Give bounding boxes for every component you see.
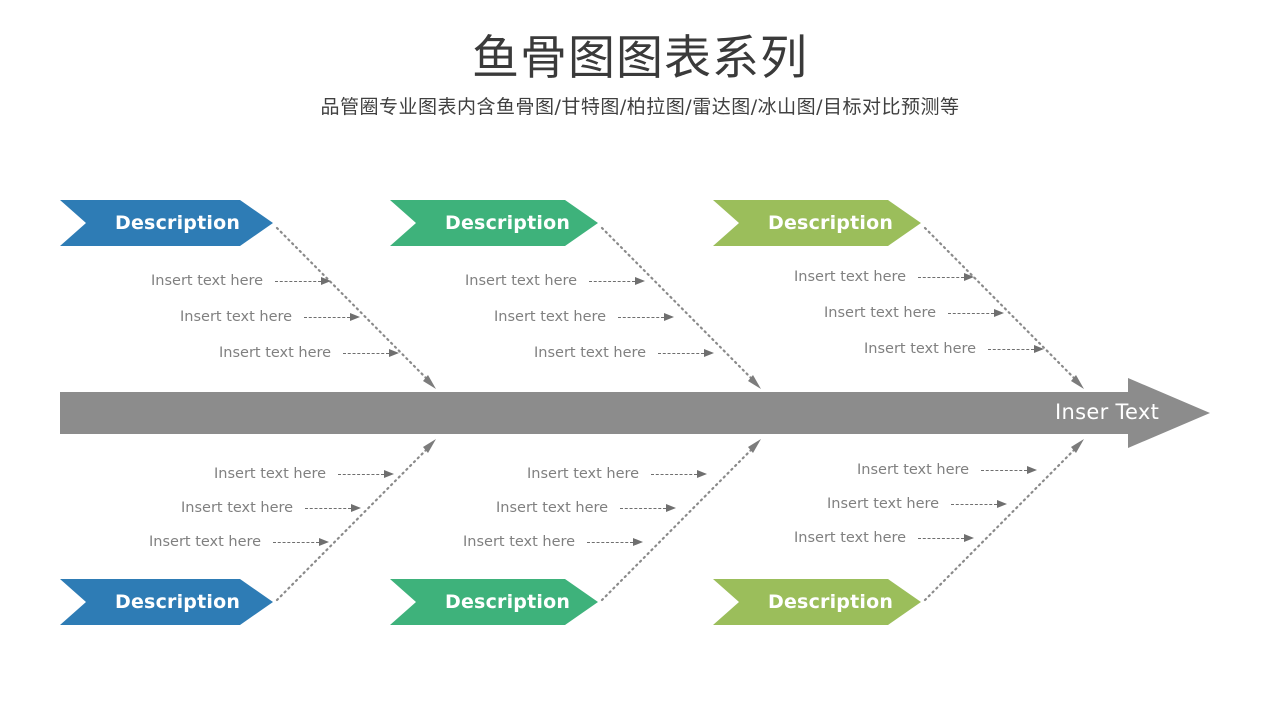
cause-top-col-1-row-2[interactable]: Insert text here: [180, 308, 361, 326]
cause-arrow-icon: [304, 312, 361, 322]
cause-top-col-3-row-1[interactable]: Insert text here: [794, 268, 975, 286]
cause-top-col-2-row-2[interactable]: Insert text here: [494, 308, 675, 326]
cause-arrow-icon: [988, 344, 1045, 354]
cause-bottom-col-2-row-3[interactable]: Insert text here: [463, 533, 644, 551]
banner-label: Description: [445, 591, 571, 613]
bone-line: [600, 226, 757, 384]
cause-label: Insert text here: [527, 466, 640, 482]
page-subtitle: 品管圈专业图表内含鱼骨图/甘特图/柏拉图/雷达图/冰山图/目标对比预测等: [320, 96, 960, 119]
cause-top-col-3-row-2[interactable]: Insert text here: [824, 304, 1005, 322]
cause-bottom-col-2-row-2[interactable]: Insert text here: [496, 499, 677, 517]
banner-bottom-3[interactable]: Description: [713, 579, 921, 625]
cause-arrow-icon: [981, 465, 1038, 475]
spine-label: Inser Text: [1055, 400, 1160, 424]
cause-label: Insert text here: [794, 269, 907, 285]
cause-label: Insert text here: [214, 466, 327, 482]
banner-top-3[interactable]: Description: [713, 200, 921, 246]
spine-arrow: [60, 378, 1210, 448]
cause-top-col-2-row-3[interactable]: Insert text here: [534, 344, 715, 362]
banner-label: Description: [768, 591, 894, 613]
cause-arrow-icon: [658, 348, 715, 358]
cause-arrow-icon: [918, 533, 975, 543]
header: 鱼骨图图表系列 品管圈专业图表内含鱼骨图/甘特图/柏拉图/雷达图/冰山图/目标对…: [0, 0, 1280, 119]
cause-arrow-icon: [305, 503, 362, 513]
cause-top-col-1-row-3[interactable]: Insert text here: [219, 344, 400, 362]
banner-bottom-1[interactable]: Description: [60, 579, 273, 625]
page-title: 鱼骨图图表系列: [472, 31, 808, 86]
cause-label: Insert text here: [494, 309, 607, 325]
cause-bottom-col-2-row-1[interactable]: Insert text here: [527, 465, 708, 483]
bone-line: [275, 226, 432, 384]
bone-bottom-3: [923, 439, 1084, 602]
cause-bottom-col-3-row-2[interactable]: Insert text here: [827, 495, 1008, 513]
cause-arrow-icon: [589, 276, 646, 286]
banner-top-2[interactable]: Description: [390, 200, 598, 246]
banner-top-1[interactable]: Description: [60, 200, 273, 246]
bone-arrowhead: [1071, 375, 1084, 389]
cause-arrow-icon: [338, 469, 395, 479]
cause-label: Insert text here: [180, 309, 293, 325]
banner-label: Description: [115, 212, 241, 234]
bone-bottom-1: [275, 439, 436, 602]
bone-line: [923, 444, 1080, 602]
bone-line: [923, 226, 1080, 384]
cause-label: Insert text here: [827, 496, 940, 512]
cause-arrow-icon: [273, 537, 330, 547]
cause-label: Insert text here: [496, 500, 609, 516]
bone-arrowhead: [1071, 439, 1084, 453]
bone-line: [600, 444, 757, 602]
cause-label: Insert text here: [857, 462, 970, 478]
bone-top-3: [923, 226, 1084, 389]
bone-top-1: [275, 226, 436, 389]
cause-arrow-icon: [343, 348, 400, 358]
cause-arrow-icon: [948, 308, 1005, 318]
cause-arrow-icon: [618, 312, 675, 322]
cause-label: Insert text here: [465, 273, 578, 289]
cause-label: Insert text here: [219, 345, 332, 361]
cause-arrow-icon: [651, 469, 708, 479]
cause-arrow-icon: [587, 537, 644, 547]
cause-label: Insert text here: [864, 341, 977, 357]
cause-label: Insert text here: [794, 530, 907, 546]
cause-top-col-3-row-3[interactable]: Insert text here: [864, 340, 1045, 358]
bone-arrowhead: [748, 439, 761, 453]
bone-line: [275, 444, 432, 602]
cause-label: Insert text here: [824, 305, 937, 321]
cause-label: Insert text here: [149, 534, 262, 550]
banner-label: Description: [445, 212, 571, 234]
cause-arrow-icon: [951, 499, 1008, 509]
cause-label: Insert text here: [181, 500, 294, 516]
cause-label: Insert text here: [151, 273, 264, 289]
cause-arrow-icon: [275, 276, 332, 286]
banner-bottom-2[interactable]: Description: [390, 579, 598, 625]
bone-bottom-2: [600, 439, 761, 602]
cause-top-col-2-row-1[interactable]: Insert text here: [465, 272, 646, 290]
cause-label: Insert text here: [534, 345, 647, 361]
cause-bottom-col-1-row-2[interactable]: Insert text here: [181, 499, 362, 517]
cause-arrow-icon: [620, 503, 677, 513]
bone-arrowhead: [748, 375, 761, 389]
banner-label: Description: [115, 591, 241, 613]
cause-label: Insert text here: [463, 534, 576, 550]
bone-arrowhead: [423, 439, 436, 453]
bone-top-2: [600, 226, 761, 389]
cause-top-col-1-row-1[interactable]: Insert text here: [151, 272, 332, 290]
cause-bottom-col-3-row-3[interactable]: Insert text here: [794, 529, 975, 547]
bone-arrowhead: [423, 375, 436, 389]
banner-label: Description: [768, 212, 894, 234]
cause-bottom-col-1-row-3[interactable]: Insert text here: [149, 533, 330, 551]
cause-bottom-col-3-row-1[interactable]: Insert text here: [857, 461, 1038, 479]
cause-arrow-icon: [918, 272, 975, 282]
cause-bottom-col-1-row-1[interactable]: Insert text here: [214, 465, 395, 483]
